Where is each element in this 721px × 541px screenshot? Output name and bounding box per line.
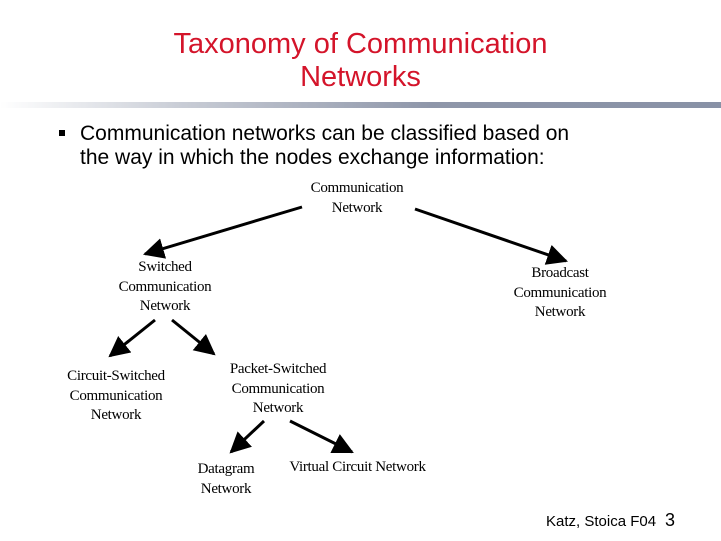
node-packet-switched-network: Packet-Switched Communication Network [229, 361, 327, 416]
bullet-line-1: Communication networks can be classified… [80, 122, 570, 145]
node-circuit-switched-network: Circuit-Switched Communication Network [67, 368, 165, 423]
title-line-2: Networks [300, 61, 421, 93]
node-broadcast-communication-network: Broadcast Communication Network [513, 265, 607, 320]
bullet-icon [59, 130, 65, 136]
bullet-line-2: the way in which the nodes exchange info… [80, 146, 545, 169]
page-number: 3 [665, 510, 676, 530]
edge-communication-switched [142, 205, 303, 259]
edge-communication-broadcast [414, 207, 568, 265]
edge-switched-circuit [108, 318, 156, 358]
node-datagram-network: Datagram Network [197, 461, 255, 497]
edge-packet-virtual [289, 419, 354, 454]
title-divider [0, 102, 721, 108]
node-switched-communication-network: Switched Communication Network [118, 259, 212, 314]
slide-title: Taxonomy of Communication Networks [0, 28, 721, 94]
edge-packet-datagram [229, 419, 266, 454]
node-communication-network: Communication Network [310, 180, 404, 216]
title-line-1: Taxonomy of Communication [173, 28, 548, 60]
footer-credit: Katz, Stoica F04 [546, 513, 657, 530]
node-virtual-circuit-network: Virtual Circuit Network [289, 459, 426, 475]
bullet-text: Communication networks can be classified… [80, 122, 680, 170]
edge-switched-packet [171, 318, 216, 356]
